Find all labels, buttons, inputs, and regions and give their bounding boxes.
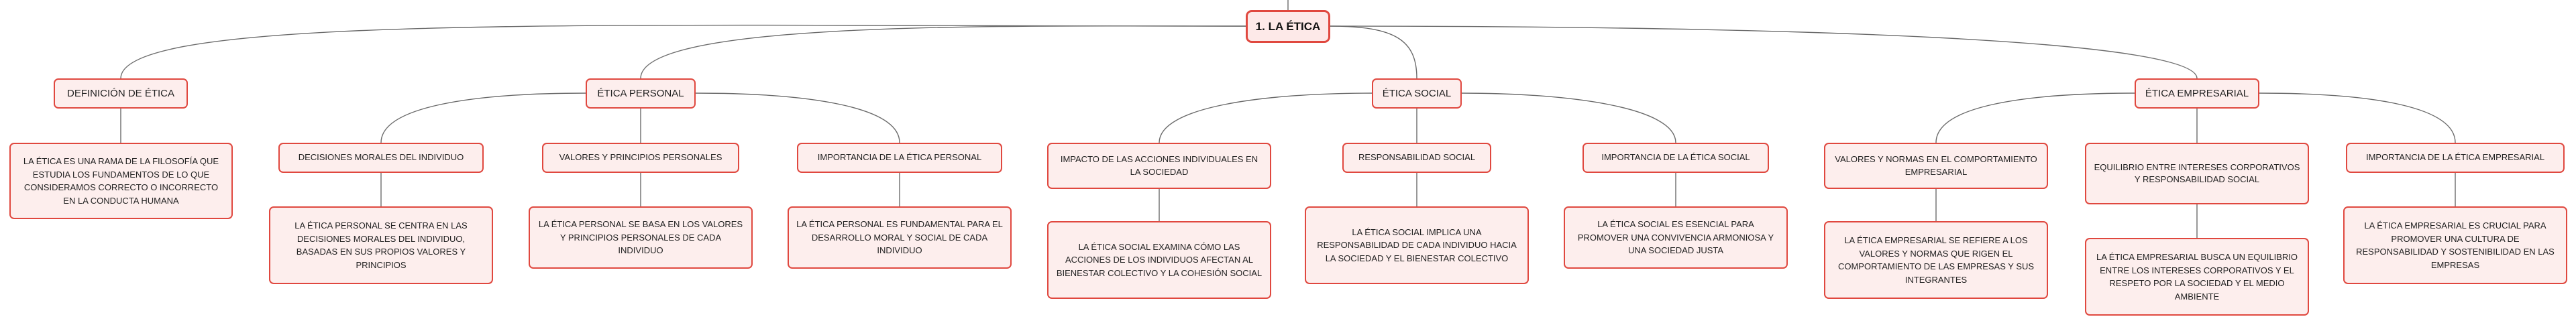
description-importancia-social[interactable]: LA ÉTICA SOCIAL ES ESENCIAL PARA PROMOVE… [1564,206,1788,269]
connector-social-to-impacto [1159,92,1373,143]
connector-root-to-definicion [120,24,1246,79]
subtopic-decisiones-morales[interactable]: DECISIONES MORALES DEL INDIVIDUO [278,143,484,173]
connector-root-to-empresarial [1330,25,2198,79]
subtopic-importancia-personal[interactable]: IMPORTANCIA DE LA ÉTICA PERSONAL [797,143,1002,173]
description-importancia-personal[interactable]: LA ÉTICA PERSONAL ES FUNDAMENTAL PARA EL… [788,206,1012,269]
subtopic-impacto-acciones[interactable]: IMPACTO DE LAS ACCIONES INDIVIDUALES EN … [1047,143,1271,189]
subtopic-valores-principios[interactable]: VALORES Y PRINCIPIOS PERSONALES [542,143,739,173]
description-valores-normas[interactable]: LA ÉTICA EMPRESARIAL SE REFIERE A LOS VA… [1824,221,2048,299]
subtopic-importancia-empresarial[interactable]: IMPORTANCIA DE LA ÉTICA EMPRESARIAL [2346,143,2565,173]
root-node[interactable]: 1. LA ÉTICA [1246,10,1330,43]
subtopic-responsabilidad-social[interactable]: RESPONSABILIDAD SOCIAL [1342,143,1491,173]
category-etica-social[interactable]: ÉTICA SOCIAL [1372,78,1462,109]
subtopic-equilibrio-intereses[interactable]: EQUILIBRIO ENTRE INTERESES CORPORATIVOS … [2085,143,2309,204]
connector-personal-to-importancia [695,92,900,143]
description-importancia-empresarial[interactable]: LA ÉTICA EMPRESARIAL ES CRUCIAL PARA PRO… [2343,206,2567,284]
connector-root-to-social [1330,25,1417,79]
description-responsabilidad-social[interactable]: LA ÉTICA SOCIAL IMPLICA UNA RESPONSABILI… [1305,206,1529,284]
connector-empresarial-to-valores [1935,92,2135,143]
subtopic-importancia-social[interactable]: IMPORTANCIA DE LA ÉTICA SOCIAL [1582,143,1769,173]
connector-empresarial-to-importancia [2259,92,2456,143]
description-decisiones-morales[interactable]: LA ÉTICA PERSONAL SE CENTRA EN LAS DECIS… [269,206,493,284]
description-valores-principios[interactable]: LA ÉTICA PERSONAL SE BASA EN LOS VALORES… [529,206,753,269]
connector-root-to-personal [640,25,1246,79]
connector-personal-to-decisiones [380,92,586,143]
connector-social-to-importancia [1461,92,1676,143]
category-etica-empresarial[interactable]: ÉTICA EMPRESARIAL [2135,78,2259,109]
category-definicion-de-etica[interactable]: DEFINICIÓN DE ÉTICA [54,78,188,109]
description-equilibrio-intereses[interactable]: LA ÉTICA EMPRESARIAL BUSCA UN EQUILIBRIO… [2085,238,2309,316]
description-impacto-acciones[interactable]: LA ÉTICA SOCIAL EXAMINA CÓMO LAS ACCIONE… [1047,221,1271,299]
category-etica-personal[interactable]: ÉTICA PERSONAL [586,78,696,109]
subtopic-valores-normas[interactable]: VALORES Y NORMAS EN EL COMPORTAMIENTO EM… [1824,143,2048,189]
definicion-description[interactable]: LA ÉTICA ES UNA RAMA DE LA FILOSOFÍA QUE… [9,143,233,219]
